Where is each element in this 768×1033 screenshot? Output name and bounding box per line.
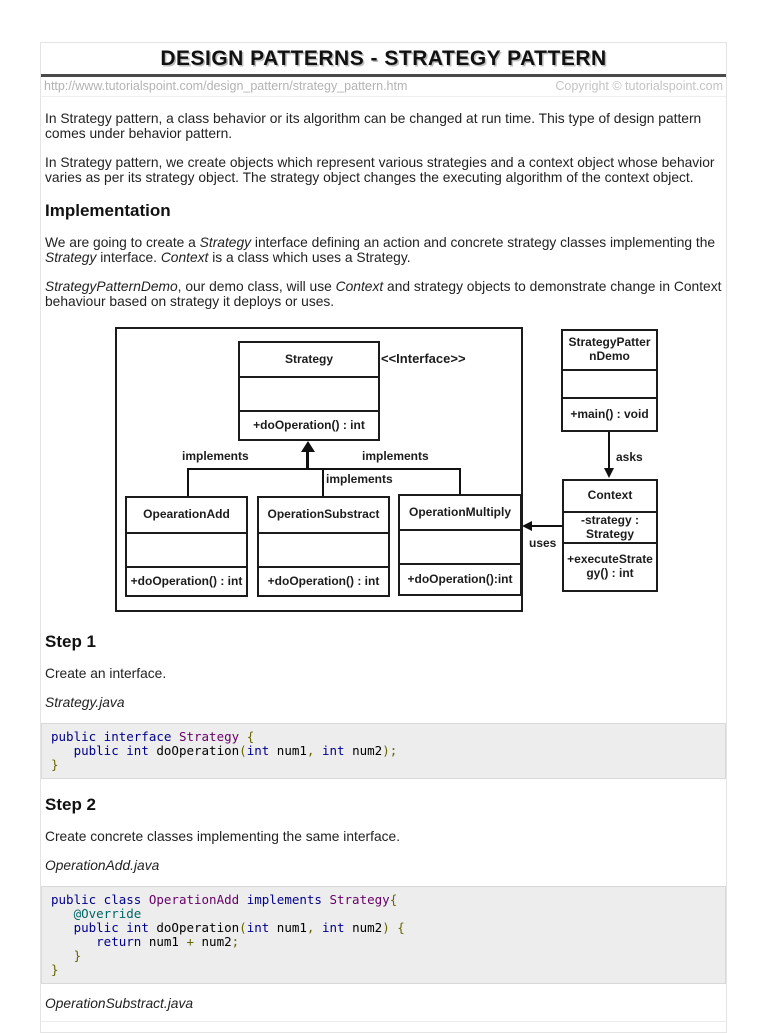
next-filename: OperationSubstract.java <box>45 996 194 1011</box>
implementation-paragraph-2: StrategyPatternDemo, our demo class, wil… <box>45 279 722 309</box>
uml-attr-compartment <box>127 532 246 566</box>
implements-drop-middle <box>322 470 324 496</box>
uml-method: +doOperation() : int <box>240 410 378 439</box>
implements-drop-right <box>459 470 461 494</box>
code-block-operationadd-java: public class OperationAdd implements Str… <box>41 886 726 984</box>
implements-label-left: implements <box>182 449 249 463</box>
step2-filename: OperationAdd.java <box>45 858 160 873</box>
document-body: In Strategy pattern, a class behavior or… <box>41 111 726 1032</box>
step2-heading: Step 2 <box>45 795 97 814</box>
uml-class-name: OperationMultiply <box>409 504 511 519</box>
uml-method: +doOperation() : int <box>127 566 246 595</box>
code-block-strategy-java: public interface Strategy { public int d… <box>41 723 726 779</box>
uml-class-context: Context -strategy : Strategy +executeStr… <box>562 479 658 592</box>
implementation-paragraph-1: We are going to create a Strategy interf… <box>45 235 716 265</box>
uml-diagram: Strategy +doOperation() : int <<Interfac… <box>45 324 722 616</box>
uml-class-name: OperationSubstract <box>267 507 380 522</box>
implements-label-middle: implements <box>326 472 393 486</box>
uml-class-name: OpearationAdd <box>143 507 230 522</box>
step1-heading: Step 1 <box>45 632 97 651</box>
uml-class-name: StrategyPatternDemo <box>568 335 651 363</box>
uml-class-operationadd: OpearationAdd +doOperation() : int <box>125 496 248 597</box>
page-title: DESIGN PATTERNS - STRATEGY PATTERN <box>160 47 607 70</box>
step2-description: Create concrete classes implementing the… <box>45 829 401 844</box>
copyright-notice: Copyright © tutorialspoint.com <box>555 79 723 93</box>
asks-label: asks <box>616 450 643 464</box>
uml-method: +doOperation():int <box>400 563 520 594</box>
uml-boundary-box <box>115 327 523 612</box>
uml-class-operationsubstract: OperationSubstract +doOperation() : int <box>257 496 390 597</box>
uml-class-name: Context <box>587 488 633 503</box>
uml-class-strategy: Strategy +doOperation() : int <box>238 341 380 441</box>
interface-stereotype-label: <<Interface>> <box>381 351 466 366</box>
asks-arrowhead-icon <box>604 468 614 478</box>
page-bottom-rule <box>41 1021 726 1022</box>
intro-paragraph-2: In Strategy pattern, we create objects w… <box>45 155 715 185</box>
uml-class-strategypatterndemo: StrategyPatternDemo +main() : void <box>561 329 658 432</box>
uml-attr-compartment <box>563 369 656 397</box>
uses-label: uses <box>529 536 557 550</box>
uml-class-name: Strategy <box>284 351 334 366</box>
uml-attr-compartment <box>400 529 520 563</box>
implements-drop-left <box>187 470 189 496</box>
implements-branch-line <box>187 468 461 470</box>
meta-row: http://www.tutorialspoint.com/design_pat… <box>41 77 726 97</box>
uml-class-operationmultiply: OperationMultiply +doOperation():int <box>398 494 522 596</box>
uml-attr-compartment <box>240 376 378 410</box>
implements-trunk-line <box>306 451 309 470</box>
uml-attribute: -strategy : Strategy <box>564 511 656 542</box>
uml-method: +doOperation() : int <box>259 566 388 595</box>
implementation-heading: Implementation <box>45 201 171 220</box>
asks-connector-line <box>608 432 610 470</box>
step1-filename: Strategy.java <box>45 695 125 710</box>
uses-arrowhead-icon <box>522 521 532 531</box>
source-url: http://www.tutorialspoint.com/design_pat… <box>44 79 408 93</box>
intro-paragraph-1: In Strategy pattern, a class behavior or… <box>45 111 702 141</box>
uses-connector-line <box>531 525 562 527</box>
step1-description: Create an interface. <box>45 666 167 681</box>
document-page: DESIGN PATTERNS - STRATEGY PATTERN http:… <box>40 42 727 1033</box>
uml-method: +executeStrategy() : int <box>564 542 656 590</box>
uml-attr-compartment <box>259 532 388 566</box>
title-bar: DESIGN PATTERNS - STRATEGY PATTERN <box>41 43 726 77</box>
uml-method: +main() : void <box>563 397 656 430</box>
implements-label-right: implements <box>362 449 429 463</box>
implements-arrowhead-icon <box>301 441 315 452</box>
